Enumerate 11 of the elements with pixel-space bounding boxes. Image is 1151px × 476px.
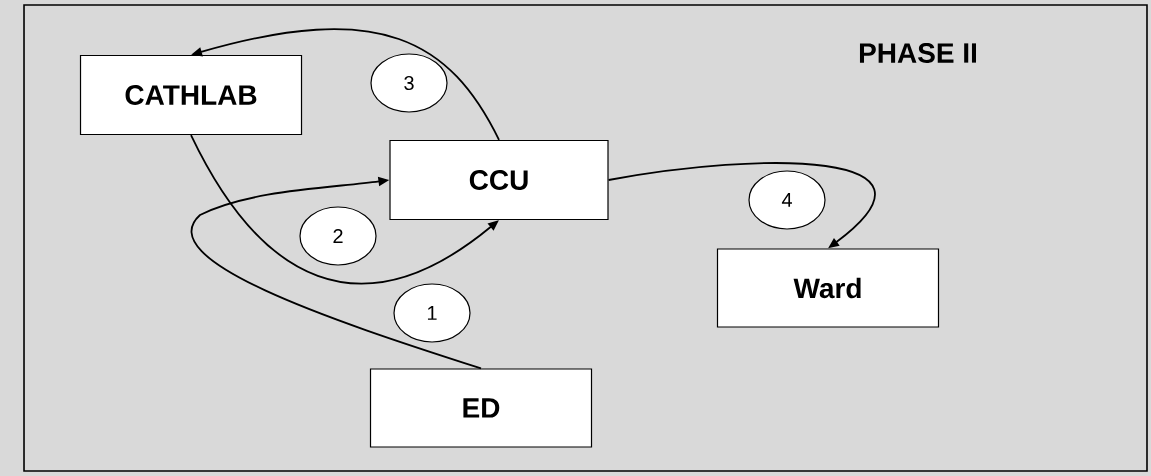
step-number-oval: 3 <box>370 53 448 113</box>
location-box: CATHLAB <box>79 54 303 136</box>
location-box: Ward <box>716 248 940 328</box>
phase-title: PHASE II <box>859 43 976 63</box>
step-number-oval: 4 <box>748 170 826 230</box>
arrow <box>190 134 499 285</box>
arrow <box>191 176 482 370</box>
location-box: CCU <box>389 139 609 221</box>
step-number-oval: 2 <box>299 206 377 266</box>
location-box: ED <box>369 368 593 448</box>
step-number-oval: 1 <box>393 283 471 343</box>
